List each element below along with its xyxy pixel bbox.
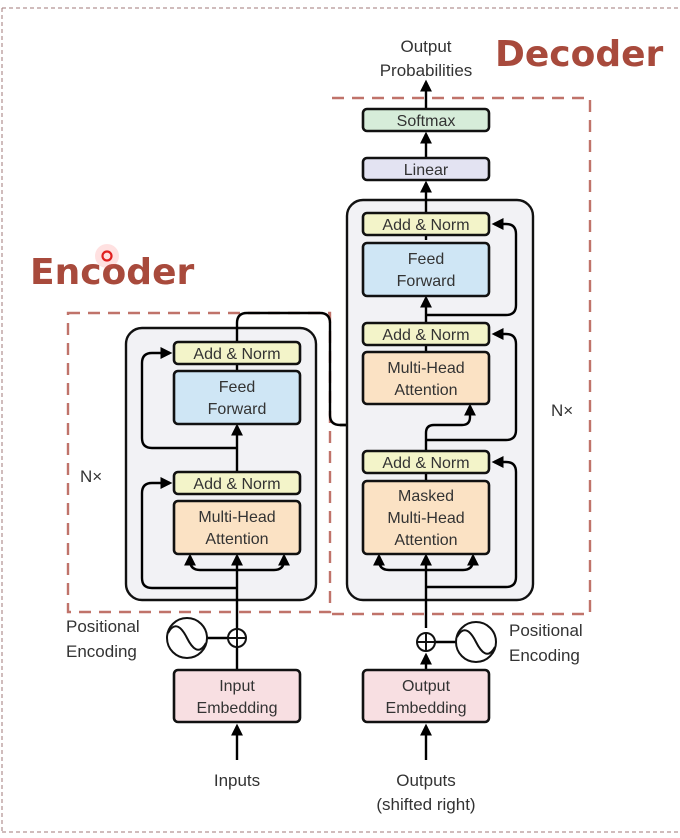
outputs-label-1: Outputs bbox=[396, 771, 456, 790]
svg-text:Attention: Attention bbox=[394, 532, 457, 549]
svg-text:Multi-Head: Multi-Head bbox=[387, 360, 464, 377]
decoder-residual-masked bbox=[426, 456, 518, 589]
encoder-add-norm-2: Add & Norm bbox=[172, 340, 302, 366]
decoder-pe-label-2: Encoding bbox=[509, 646, 580, 665]
cursor-highlight bbox=[95, 244, 119, 268]
encoder-attn-input-v bbox=[237, 553, 290, 572]
decoder-positional-encoding-icon bbox=[455, 621, 497, 663]
svg-text:Add & Norm: Add & Norm bbox=[382, 217, 469, 234]
output-probabilities-label-1: Output bbox=[400, 37, 451, 56]
decoder-query-to-cross bbox=[424, 403, 476, 451]
svg-text:Forward: Forward bbox=[208, 401, 267, 418]
decoder-residual-ff bbox=[426, 218, 518, 317]
encoder-title: Encoder bbox=[30, 252, 194, 293]
svg-text:Feed: Feed bbox=[408, 251, 444, 268]
decoder-add-icon bbox=[416, 632, 436, 652]
svg-text:Add & Norm: Add & Norm bbox=[193, 346, 280, 363]
svg-text:Linear: Linear bbox=[404, 162, 449, 179]
encoder-repeat-label: N× bbox=[80, 467, 102, 486]
output-embedding: Output Embedding bbox=[361, 668, 491, 724]
decoder-repeat-label: N× bbox=[551, 401, 573, 420]
decoder-cross-attention: Multi-Head Attention bbox=[361, 350, 491, 406]
svg-text:Attention: Attention bbox=[205, 531, 268, 548]
output-probabilities-label-2: Probabilities bbox=[380, 61, 473, 80]
encoder-add-norm-1: Add & Norm bbox=[172, 470, 302, 496]
svg-text:Feed: Feed bbox=[219, 379, 255, 396]
svg-text:Softmax: Softmax bbox=[397, 113, 456, 130]
encoder-residual-attn bbox=[140, 477, 237, 590]
svg-text:Embedding: Embedding bbox=[386, 700, 467, 717]
decoder-add-norm-3: Add & Norm bbox=[361, 211, 491, 237]
svg-text:Forward: Forward bbox=[397, 273, 456, 290]
svg-text:Output: Output bbox=[402, 678, 451, 695]
decoder-title: Decoder bbox=[495, 34, 664, 75]
decoder-residual-cross bbox=[426, 328, 518, 442]
decoder-feed-forward: Feed Forward bbox=[361, 241, 491, 298]
encoder-stack bbox=[124, 326, 318, 602]
svg-text:Add & Norm: Add & Norm bbox=[382, 455, 469, 472]
inputs-label: Inputs bbox=[214, 771, 260, 790]
input-embedding: Input Embedding bbox=[172, 668, 302, 724]
linear-layer: Linear bbox=[361, 156, 491, 182]
svg-text:Input: Input bbox=[219, 678, 255, 695]
svg-text:Add & Norm: Add & Norm bbox=[382, 327, 469, 344]
encoder-add-icon bbox=[227, 628, 247, 648]
encoder-feed-forward: Feed Forward bbox=[172, 369, 302, 426]
outputs-label-2: (shifted right) bbox=[376, 795, 475, 814]
encoder-pe-label-1: Positional bbox=[66, 617, 140, 636]
encoder-multi-head-attention: Multi-Head Attention bbox=[172, 499, 302, 556]
encoder-pe-label-2: Encoding bbox=[66, 642, 137, 661]
svg-text:Multi-Head: Multi-Head bbox=[198, 509, 275, 526]
svg-text:Attention: Attention bbox=[394, 382, 457, 399]
decoder-masked-attention: Masked Multi-Head Attention bbox=[361, 479, 491, 556]
svg-text:Masked: Masked bbox=[398, 488, 454, 505]
softmax-layer: Softmax bbox=[361, 107, 491, 133]
decoder-add-norm-1: Add & Norm bbox=[361, 449, 491, 475]
encoder-region bbox=[66, 311, 332, 614]
svg-text:Multi-Head: Multi-Head bbox=[387, 510, 464, 527]
encoder-attn-input-k bbox=[184, 553, 237, 572]
decoder-pe-label-1: Positional bbox=[509, 621, 583, 640]
svg-text:Add & Norm: Add & Norm bbox=[193, 476, 280, 493]
decoder-region bbox=[332, 96, 592, 616]
svg-text:Embedding: Embedding bbox=[197, 700, 278, 717]
encoder-positional-encoding-icon bbox=[166, 617, 208, 659]
decoder-masked-input-v bbox=[426, 553, 479, 572]
decoder-masked-input-k bbox=[373, 553, 426, 572]
decoder-add-norm-2: Add & Norm bbox=[361, 321, 491, 347]
encoder-residual-ff bbox=[140, 347, 237, 450]
